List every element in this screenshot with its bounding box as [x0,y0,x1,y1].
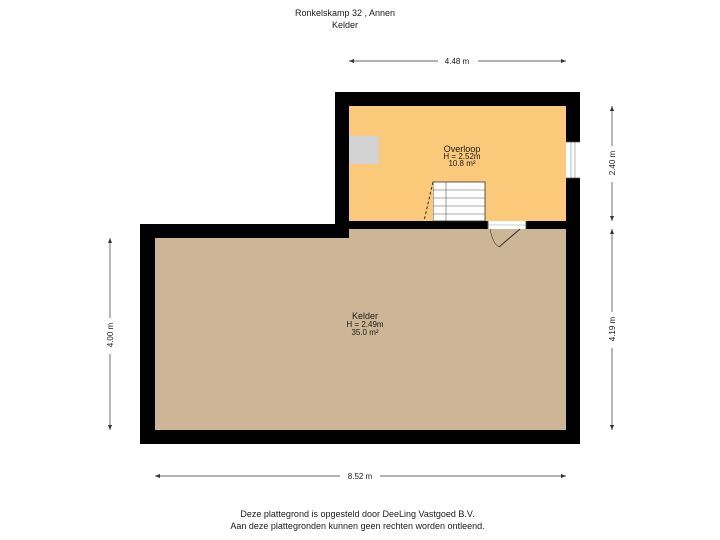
footer-line-1: Deze plattegrond is opgesteld door DeeLi… [240,509,475,519]
overloop-name: Overloop [444,144,481,154]
floor-title: Kelder [331,20,358,30]
dim-left: 4.00 m [104,238,116,430]
page-header: Ronkelskamp 32 , Annen Kelder [0,7,690,31]
door-leaf [498,228,521,248]
kelder-floor [155,229,566,430]
interior-wall [349,221,566,229]
overloop-area: 10.8 m² [448,159,475,168]
kelder-area: 35.0 m² [351,328,378,337]
dim-bottom: 8.52 m [155,470,566,482]
dim-right-lower: 4.19 m [606,229,618,430]
page-footer: Deze plattegrond is opgesteld door DeeLi… [0,508,715,532]
overloop-label: Overloop H = 2.52m 10.8 m² [443,144,480,168]
window [566,142,580,178]
dim-right-upper-label: 2.40 m [608,150,617,175]
dim-top-label: 4.48 m [445,57,470,66]
overloop-height: H = 2.52m [443,152,480,161]
dim-right-lower-label: 4.19 m [608,316,617,341]
kelder-height: H = 2.49m [346,320,383,329]
address-title: Ronkelskamp 32 , Annen [294,8,396,18]
dim-top: 4.48 m [349,55,566,67]
kelder-label: Kelder H = 2.49m 35.0 m² [346,311,383,337]
kelder-name: Kelder [352,311,378,321]
dim-bottom-label: 8.52 m [348,472,373,481]
footer-line-2: Aan deze plattegronden kunnen geen recht… [230,521,485,531]
shaft-block [349,136,379,164]
door-swing [489,228,500,248]
dim-right-upper: 2.40 m [606,106,618,221]
dim-left-label: 4.00 m [106,322,115,347]
stairs [423,181,486,222]
